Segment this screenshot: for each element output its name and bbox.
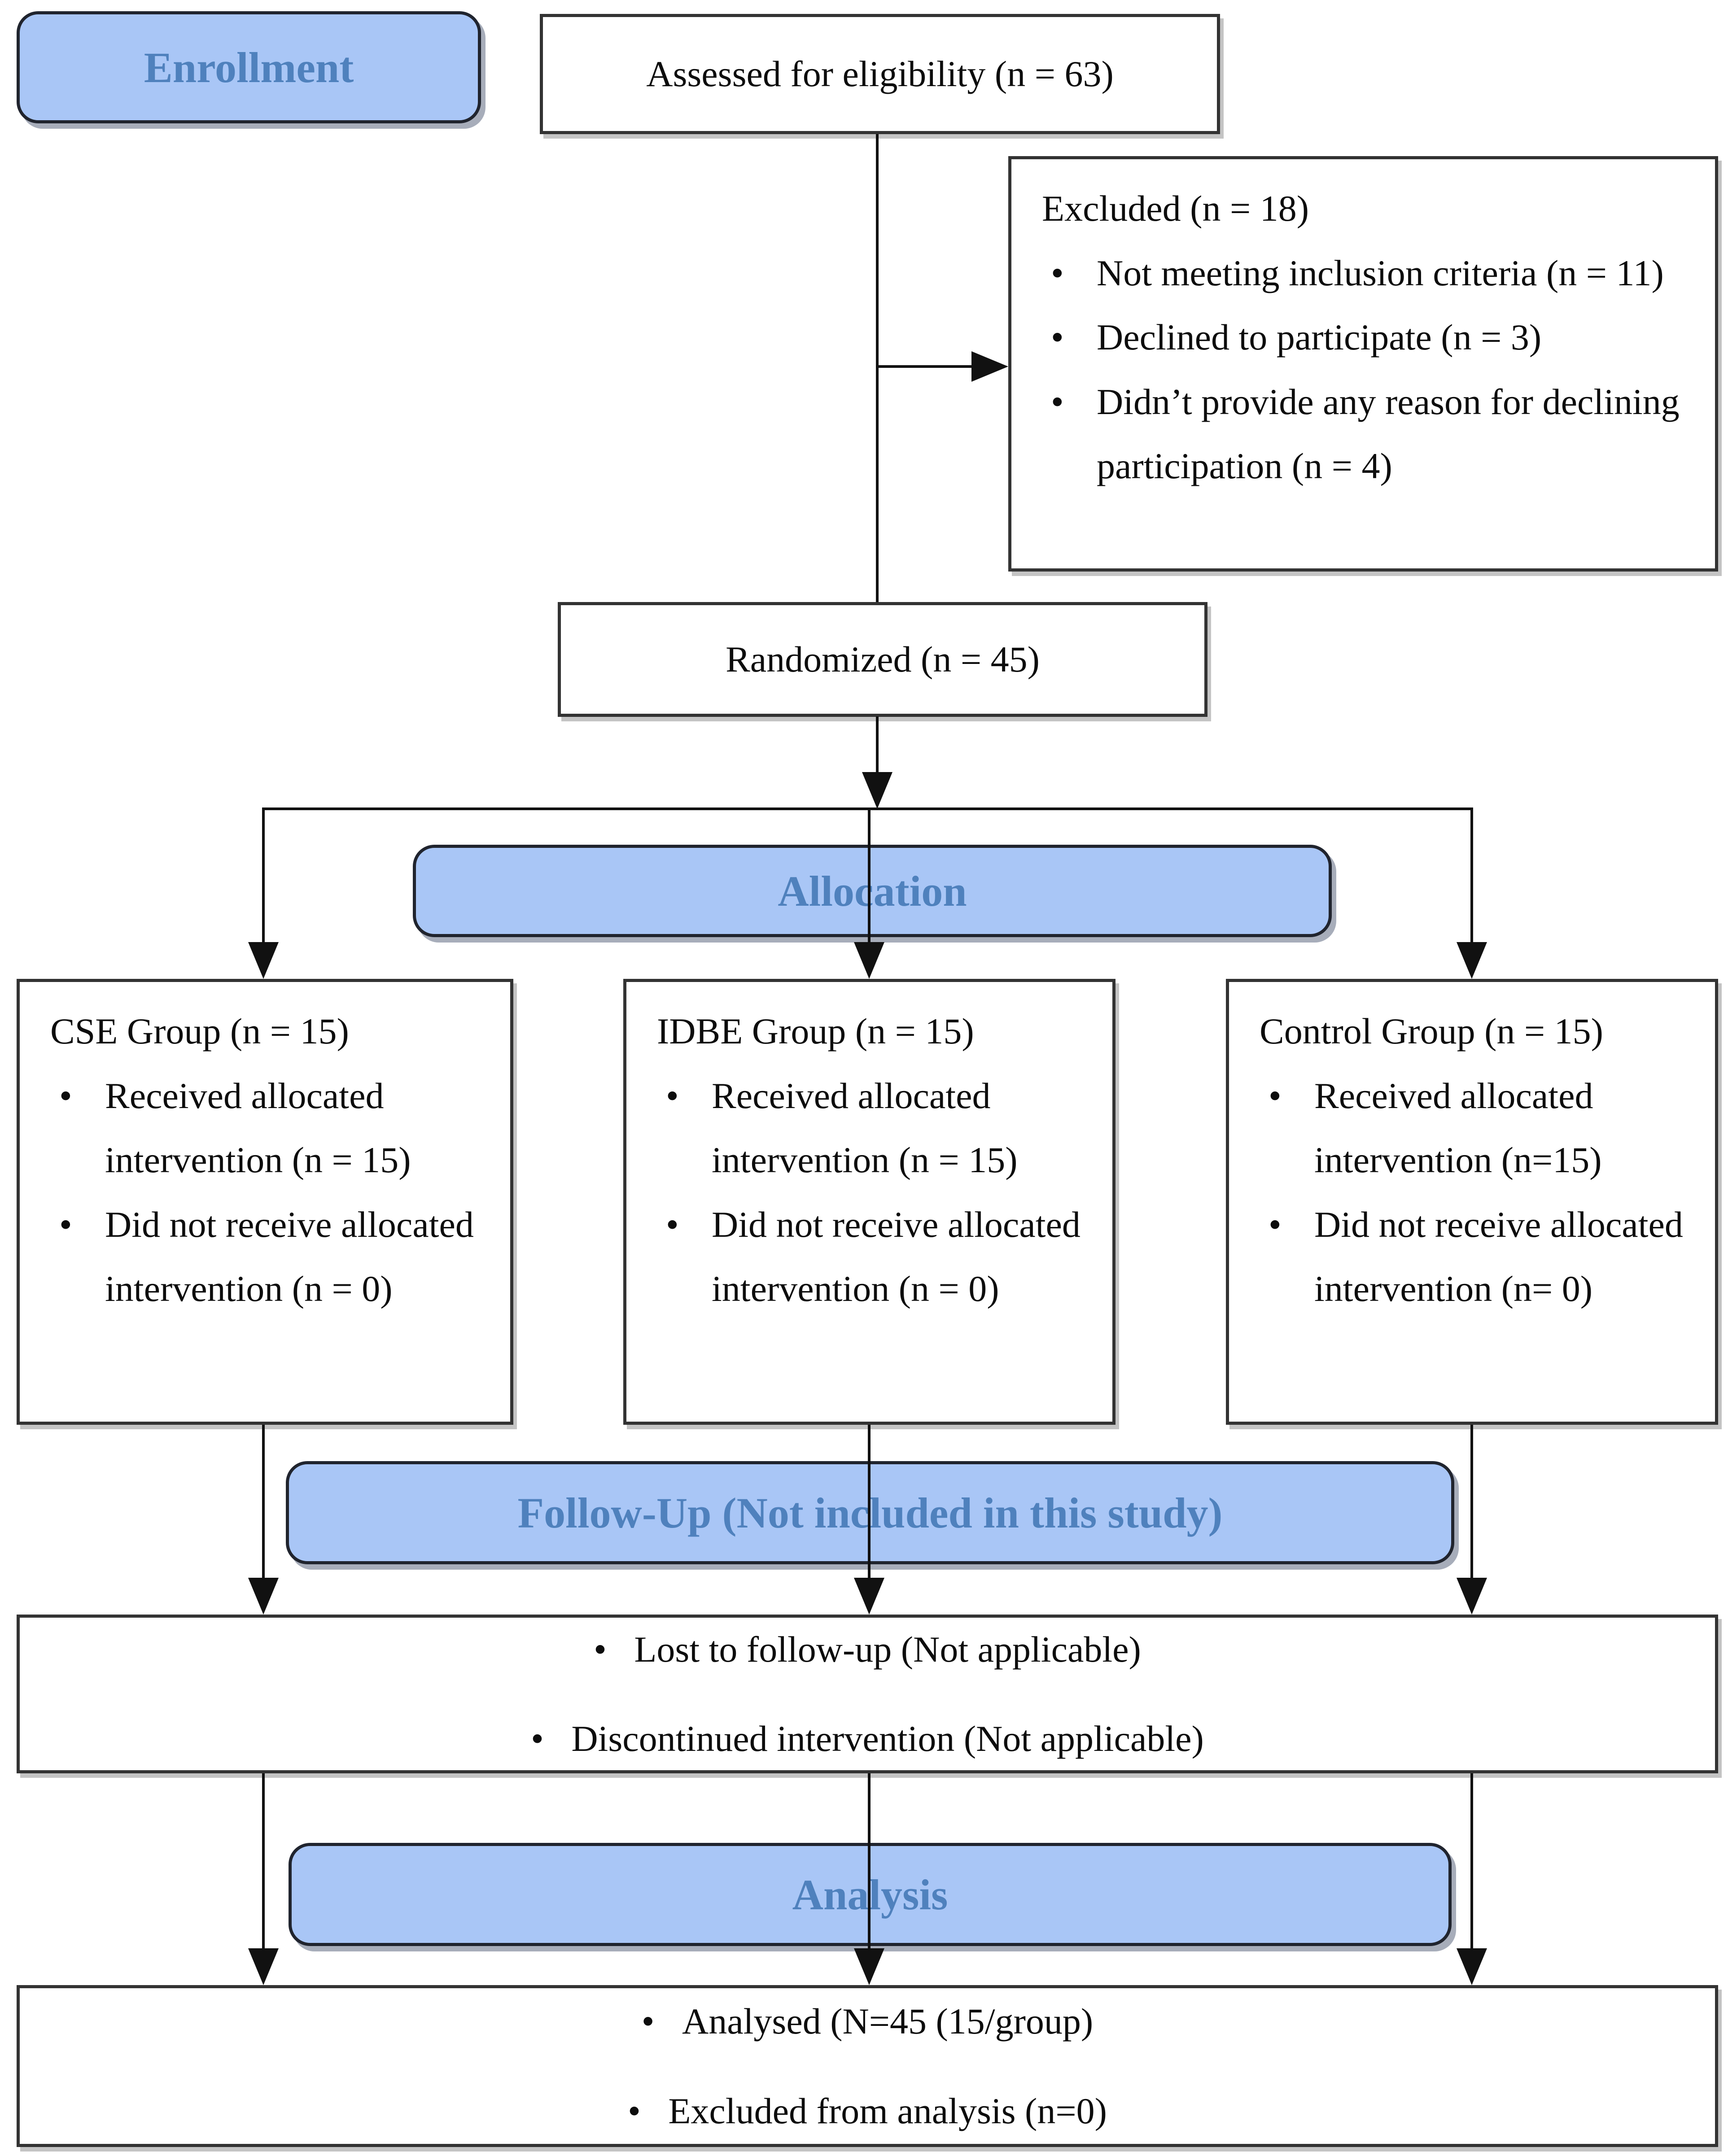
randomized-box-label: Randomized (n = 45) [726, 639, 1040, 680]
connector-followup-to-analysis-right [1470, 1773, 1473, 1950]
connector-assessed-to-randomized [876, 134, 879, 602]
arrowhead-down-icon [854, 1948, 884, 1985]
arrowhead-down-icon [1457, 942, 1487, 979]
excluded-box: Excluded (n = 18) Not meeting inclusion … [1008, 156, 1718, 572]
idbe-group-box: IDBE Group (n = 15) Received allocated i… [623, 979, 1116, 1425]
arrowhead-down-icon [248, 1948, 279, 1985]
randomized-box: Randomized (n = 45) [558, 602, 1207, 717]
stage-banner-enrollment: Enrollment [17, 11, 481, 123]
followup-bullet-2: Discontinued intervention (Not applicabl… [531, 1706, 1204, 1771]
idbe-group-bullet-2: Did not receive allocated intervention (… [644, 1192, 1094, 1321]
arrowhead-down-icon [1457, 1578, 1487, 1615]
connector-randomized-to-branch [876, 716, 879, 775]
followup-outcomes-box: Lost to follow-up (Not applicable) Disco… [17, 1615, 1718, 1773]
arrowhead-down-icon [1457, 1948, 1487, 1985]
assessed-box-label: Assessed for eligibility (n = 63) [646, 53, 1114, 95]
arrowhead-down-icon [854, 1578, 884, 1615]
cse-group-title: CSE Group (n = 15) [50, 1011, 349, 1052]
excluded-bullet-2: Declined to participate (n = 3) [1029, 305, 1697, 370]
connector-idbe-to-followup [868, 1425, 871, 1580]
analysis-bullet-2: Excluded from analysis (n=0) [628, 2079, 1107, 2143]
cse-group-bullet-2: Did not receive allocated intervention (… [38, 1192, 492, 1321]
connector-followup-to-analysis-center [868, 1773, 871, 1950]
analysis-bullet-1: Analysed (N=45 (15/group) [642, 1989, 1093, 2054]
cse-group-box: CSE Group (n = 15) Received allocated in… [17, 979, 513, 1425]
excluded-title: Excluded (n = 18) [1042, 188, 1309, 229]
arrowhead-down-icon [248, 942, 279, 979]
connector-to-excluded [877, 365, 972, 368]
connector-cse-to-followup [262, 1425, 265, 1580]
stage-banner-allocation: Allocation [413, 845, 1332, 937]
control-group-bullet-1: Received allocated intervention (n=15) [1247, 1064, 1697, 1192]
branch-line [262, 807, 1473, 810]
stage-banner-enrollment-label: Enrollment [144, 43, 354, 92]
idbe-group-title: IDBE Group (n = 15) [657, 1011, 974, 1052]
arrowhead-right-icon [971, 351, 1008, 382]
connector-branch-to-cse [262, 809, 265, 943]
connector-control-to-followup [1470, 1425, 1473, 1580]
followup-bullet-1: Lost to follow-up (Not applicable) [594, 1617, 1141, 1682]
control-group-box: Control Group (n = 15) Received allocate… [1226, 979, 1718, 1425]
arrowhead-down-icon [248, 1578, 279, 1615]
excluded-bullet-1: Not meeting inclusion criteria (n = 11) [1029, 241, 1697, 306]
arrowhead-down-icon [862, 772, 892, 809]
excluded-bullet-3: Didn’t provide any reason for declining … [1029, 370, 1697, 498]
analysis-outcomes-box: Analysed (N=45 (15/group) Excluded from … [17, 1985, 1718, 2147]
stage-banner-allocation-label: Allocation [778, 867, 967, 915]
cse-group-bullet-1: Received allocated intervention (n = 15) [38, 1064, 492, 1192]
connector-followup-to-analysis-left [262, 1773, 265, 1950]
arrowhead-down-icon [854, 942, 884, 979]
control-group-bullet-2: Did not receive allocated intervention (… [1247, 1192, 1697, 1321]
idbe-group-bullet-1: Received allocated intervention (n = 15) [644, 1064, 1094, 1192]
assessed-box: Assessed for eligibility (n = 63) [540, 14, 1220, 134]
connector-branch-to-idbe [868, 809, 871, 943]
control-group-title: Control Group (n = 15) [1260, 1011, 1603, 1052]
connector-branch-to-control [1470, 809, 1473, 943]
